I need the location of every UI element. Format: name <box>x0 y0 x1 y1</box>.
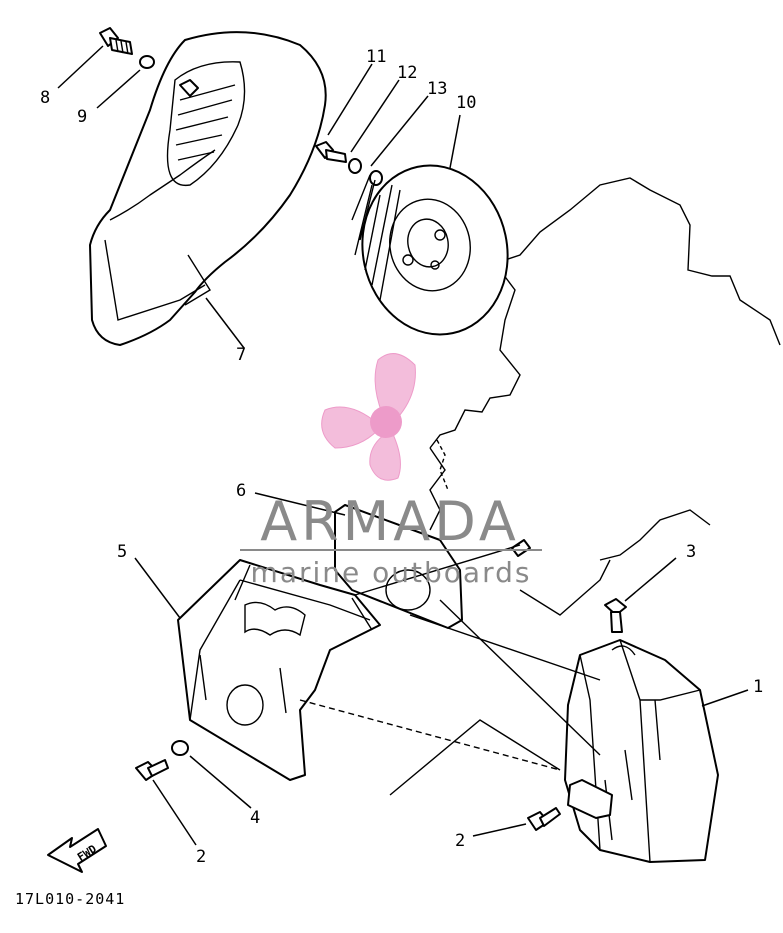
bolt-part-11 <box>315 141 347 163</box>
callout-2-right: 2 <box>455 831 465 851</box>
callout-2-left: 2 <box>196 847 206 867</box>
callout-8: 8 <box>40 88 50 108</box>
housing-part-1 <box>564 639 719 863</box>
washer-part-9 <box>139 55 155 69</box>
engine-block-outline <box>429 177 781 616</box>
callout-5: 5 <box>117 542 127 562</box>
washer-part-4 <box>171 740 189 756</box>
fwd-arrow-icon: FWD <box>47 828 107 873</box>
callout-4: 4 <box>250 808 260 828</box>
callout-6: 6 <box>236 481 246 501</box>
bolt-part-3 <box>604 598 627 633</box>
callout-3: 3 <box>686 542 696 562</box>
callout-12: 12 <box>397 63 417 83</box>
bracket-part-5 <box>177 559 381 781</box>
armada-propeller-logo <box>321 353 416 481</box>
callout-7: 7 <box>236 345 246 365</box>
watermark-tagline: marine outboards <box>251 556 532 589</box>
watermark-brand: ARMADA <box>260 490 520 553</box>
callout-13: 13 <box>427 79 447 99</box>
flywheel-part-10 <box>351 164 509 336</box>
starter-cover-part-7 <box>89 31 327 346</box>
leader-lines <box>57 45 749 846</box>
bolt-part-2-right <box>527 807 561 831</box>
diagram-code: 17L010-2041 <box>15 890 125 908</box>
bolt-part-2-left <box>135 759 169 781</box>
plate-part-6 <box>334 504 531 629</box>
callout-9: 9 <box>77 107 87 127</box>
washer-part-13 <box>369 170 383 186</box>
callouts: 1 2 2 3 4 5 6 7 8 9 10 11 12 13 <box>40 47 763 867</box>
bolt-part-8 <box>99 27 133 55</box>
callout-1: 1 <box>753 677 763 697</box>
washer-part-12 <box>348 158 362 174</box>
callout-11: 11 <box>366 47 386 67</box>
callout-10: 10 <box>456 93 476 113</box>
watermark-divider <box>240 549 542 551</box>
assembly-lines <box>299 544 601 796</box>
